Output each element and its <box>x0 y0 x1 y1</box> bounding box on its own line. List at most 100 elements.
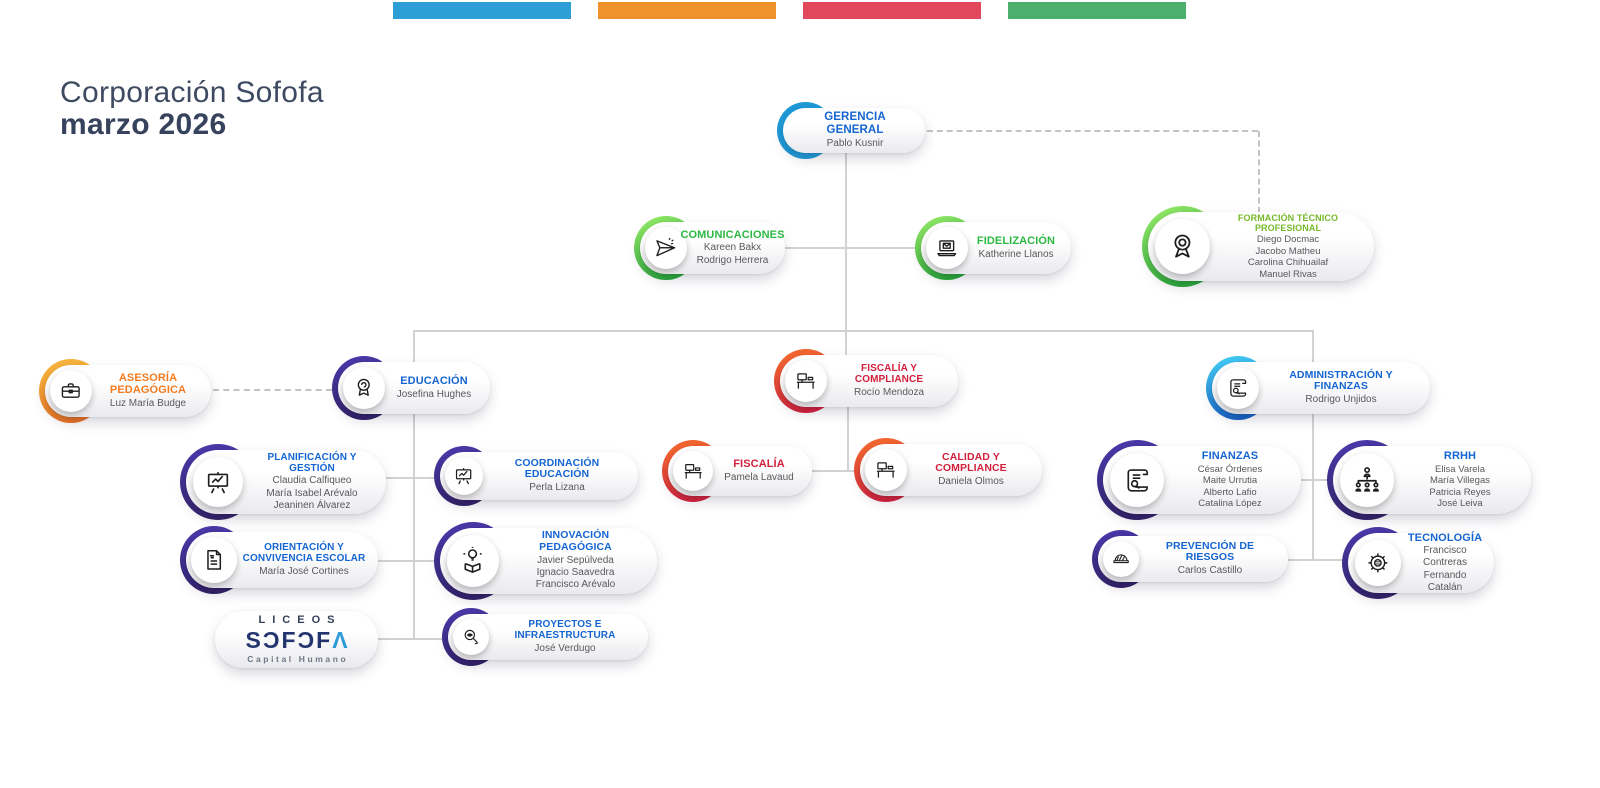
org-connector <box>413 330 415 364</box>
person-name: Josefina Hughes <box>396 388 472 400</box>
person-name: Patricia Reyes <box>1429 486 1491 498</box>
page-subtitle: marzo 2026 <box>60 108 227 141</box>
org-connector <box>847 407 849 471</box>
node-title: PROYECTOS E INFRAESTRUCTURA <box>514 619 616 642</box>
brand-bar <box>598 2 776 19</box>
scroll-icon <box>1217 367 1259 409</box>
person-name: Claudia Calfiqueo <box>272 475 352 487</box>
person-name: Francisco Arévalo <box>535 579 616 591</box>
person-name: César Órdenes <box>1197 463 1263 475</box>
org-connector-dashed <box>1258 131 1260 213</box>
person-name: Francisco Contreras <box>1423 545 1467 569</box>
node-title: ORIENTACIÓN Y CONVIVENCIA ESCOLAR <box>242 542 366 565</box>
org-connector <box>413 414 415 640</box>
node-title: RRHH <box>1443 450 1477 463</box>
brand-bar <box>393 2 571 19</box>
safety-icon <box>1103 541 1139 577</box>
desk-icon <box>785 360 827 402</box>
sofofa-wordmark: SƆFƆFΛ <box>245 626 350 653</box>
person-name: Ignacio Saavedra <box>536 567 615 579</box>
node-title: ADMINISTRACIÓN Y FINANZAS <box>1289 368 1393 393</box>
person-name: Pamela Lavaud <box>724 471 794 483</box>
org-connector <box>1301 479 1332 481</box>
magnifier-icon <box>453 619 489 655</box>
org-chart-icon <box>1340 453 1394 507</box>
node-title: GERENCIA GENERAL <box>824 111 886 136</box>
capital-humano-tagline: Capital Humano <box>247 654 349 665</box>
org-connector <box>785 247 915 249</box>
node-title: FISCALÍA <box>733 458 785 471</box>
node-title: FIDELIZACIÓN <box>976 235 1056 248</box>
node-title: PLANIFICACIÓN Y GESTIÓN <box>267 452 357 475</box>
presentation-icon <box>445 457 483 495</box>
node-title: COORDINACIÓN EDUCACIÓN <box>514 456 600 481</box>
node-title: PREVENCIÓN DE RIESGOS <box>1165 539 1255 564</box>
person-name: Perla Lizana <box>529 482 585 494</box>
org-connector <box>1312 414 1314 561</box>
laptop-mail-icon <box>926 227 968 269</box>
page-title: Corporación Sofofa <box>60 76 324 109</box>
paper-plane-icon <box>645 227 687 269</box>
brand-bar <box>803 2 981 19</box>
liceos-label: LICEOS <box>258 614 342 627</box>
org-connector <box>845 153 847 330</box>
org-connector <box>386 477 434 479</box>
person-name: Daniela Olmos <box>938 476 1004 488</box>
node-title: ASESORÍA PEDAGÓGICA <box>109 372 187 397</box>
org-connector <box>1288 559 1346 561</box>
org-connector-dashed <box>927 130 1258 132</box>
node-title: EDUCACIÓN <box>400 375 468 388</box>
person-name: Rodrigo Herrera <box>696 254 769 266</box>
node-title: FORMACIÓN TÉCNICO PROFESIONAL <box>1237 212 1339 233</box>
scroll-icon <box>1110 453 1164 507</box>
node-title: FINANZAS <box>1201 450 1259 463</box>
person-name: Alberto Lafio <box>1203 486 1257 498</box>
desk-icon <box>865 449 907 491</box>
org-connector <box>812 470 860 472</box>
org-connector <box>378 560 434 562</box>
node-title: INNOVACIÓN PEDAGÓGICA <box>539 529 612 554</box>
person-name: Javier Sepúlveda <box>537 554 614 566</box>
person-name: Diego Docmac <box>1256 233 1320 245</box>
node-title: CALIDAD Y COMPLIANCE <box>935 450 1007 475</box>
person-name: María José Cortines <box>259 565 349 577</box>
document-icon <box>191 537 237 583</box>
person-name: José Verdugo <box>534 642 596 654</box>
gear-icon <box>1355 540 1401 586</box>
person-name: Carolina Chihuailaf <box>1247 257 1329 269</box>
person-name: Jacobo Matheu <box>1255 245 1321 257</box>
person-name: Manuel Rivas <box>1259 268 1317 280</box>
person-name: Elisa Varela <box>1435 463 1485 475</box>
person-name: Katherine Llanos <box>978 248 1054 260</box>
desk-icon <box>673 451 713 491</box>
org-connector <box>845 330 847 357</box>
org-connector <box>413 330 1314 332</box>
org-connector <box>378 638 444 640</box>
node-pill <box>783 108 925 153</box>
person-name: Jeaninen Álvarez <box>273 499 351 511</box>
person-name: Pablo Kusnir <box>826 137 884 149</box>
presentation-icon <box>193 457 243 507</box>
person-name: Fernando Catalán <box>1423 569 1467 593</box>
org-connector-dashed <box>213 389 332 391</box>
badge-icon <box>343 367 385 409</box>
